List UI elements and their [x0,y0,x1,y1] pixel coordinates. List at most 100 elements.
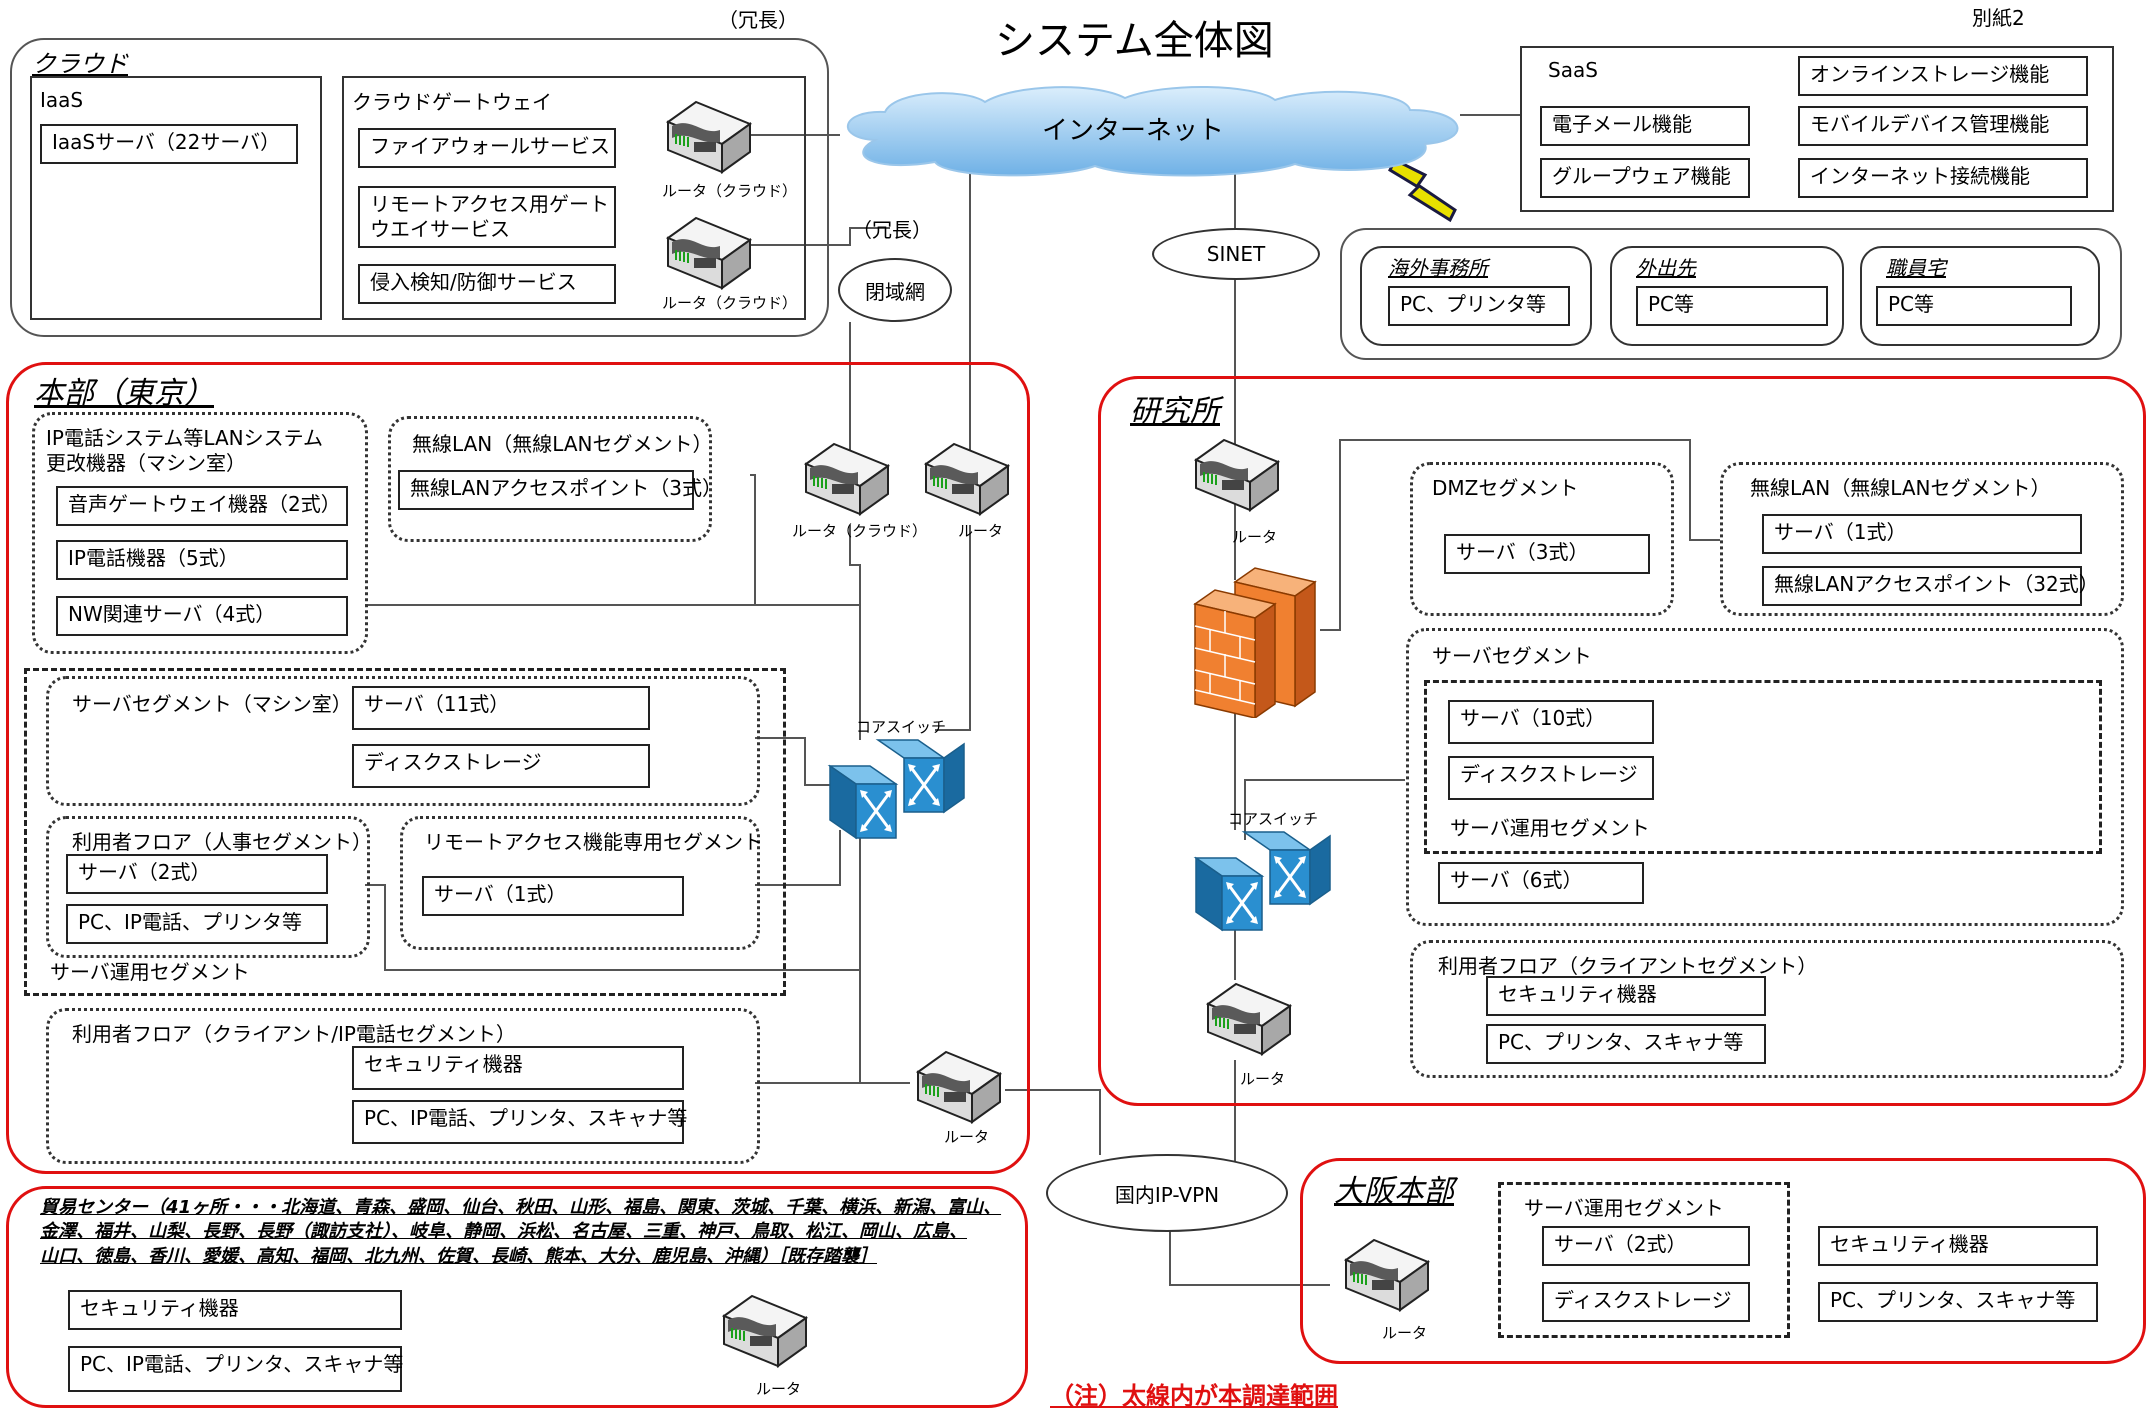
trade-title-line-3: 山口、徳島、香川、愛媛、高知、福岡、北九州、佐賀、長崎、熊本、大分、鹿児島、沖縄… [40,1245,877,1267]
hq-remote-seg-group [400,816,760,950]
line-router-cloud-closed [730,227,890,246]
osaka-region [1300,1158,2146,1364]
overseas-group [1360,246,1592,346]
hq-user-hr-group [46,816,370,958]
hq-client-group [46,1008,760,1164]
annex-label: 別紙2 [1972,6,2025,30]
lab-wlan-ap-box: 無線LANアクセスポイント（32式） [1762,566,2099,606]
cloud-region [10,38,829,337]
line-hq-router-vpn [1005,1089,1101,1155]
ip-phone-group [32,412,368,654]
internet-label: インターネット [1042,116,1225,146]
hq-disk-storage-box: ディスクストレージ [352,744,650,788]
hq-remote-server-box: サーバ（1式） [422,876,684,916]
saas-mdm: モバイルデバイス管理機能 [1798,106,2088,146]
hq-user-hr-title: 利用者フロア（人事セグメント） [72,830,372,854]
overseas-pc-box: PC、プリンタ等 [1388,286,1570,326]
osaka-router-label: ルータ [1382,1324,1428,1342]
router-cloud-1-label: ルータ（クラウド） [662,182,798,200]
ipvpn-label: 国内IP-VPN [1114,1182,1220,1207]
sinet-label: SINET [1206,242,1266,266]
saas-label: SaaS [1548,58,1598,82]
router-cloud-2-label: ルータ（クラウド） [662,294,798,312]
trade-security-box: セキュリティ機器 [68,1290,402,1330]
line-core-serverseg [1244,779,1405,840]
lightning-icon [1388,157,1457,223]
lab-title: 研究所 [1130,394,1220,429]
hq-server-seg-title: サーバセグメント（マシン室） [72,692,352,716]
page-title: システム全体図 [995,18,1274,64]
lab-server-seg-group [1406,628,2124,926]
hq-wlan-title: 無線LAN（無線LANセグメント） [412,432,713,456]
hq-router-bottom-label: ルータ [944,1128,990,1146]
lab-wlan-title: 無線LAN（無線LANセグメント） [1750,476,2051,500]
hq-ops-label: サーバ運用セグメント [50,960,250,984]
osaka-disk-storage-box: ディスクストレージ [1542,1282,1750,1322]
lab-wlan-group [1720,462,2124,616]
firewall-service-box: ファイアウォールサービス [358,128,616,168]
line-core-router [859,830,910,1084]
hq-client-pc-box: PC、IP電話、プリンタ、スキャナ等 [352,1100,687,1144]
hq-hr-server-box: サーバ（2式） [66,854,328,894]
internet-cloud-icon [835,80,1475,184]
cloud-gateway-label: クラウドゲートウェイ [352,90,552,114]
trade-pc-box: PC、IP電話、プリンタ、スキャナ等 [68,1346,403,1392]
sinet-node: SINET [1152,228,1320,280]
core-switch-icon-hq [824,736,970,844]
router-icon-lab-bottom [1202,978,1294,1062]
hq-title: 本部（東京） [34,376,214,411]
outside-group [1610,246,1844,346]
redundancy-label-top: （冗長） [718,8,798,32]
lab-server-seg-title: サーバセグメント [1432,644,1592,668]
osaka-server-box: サーバ（2式） [1542,1226,1750,1266]
router-icon-cloud-1 [662,96,754,180]
hq-wlan-ap-box: 無線LANアクセスポイント（3式） [398,470,722,510]
lab-core-switch-label: コアスイッチ [1228,810,1319,828]
lab-dmz-title: DMZセグメント [1432,476,1579,500]
lab-server-10-box: サーバ（10式） [1448,700,1654,744]
osaka-security-box: セキュリティ機器 [1818,1226,2098,1266]
router-icon-hq-bottom [912,1046,1004,1130]
hq-ops-segment [24,668,786,996]
lab-region [1098,376,2146,1106]
lab-user-group [1410,940,2124,1078]
iaas-label: IaaS [40,88,84,112]
remote-users-region [1340,228,2122,360]
home-title: 職員宅 [1886,256,1946,280]
overseas-title: 海外事務所 [1388,256,1488,280]
lab-wlan-server-box: サーバ（1式） [1762,514,2082,554]
lab-disk-storage-box: ディスクストレージ [1448,756,1654,800]
closed-net-redundancy: （冗長） [852,218,932,242]
trade-router-label: ルータ [756,1380,802,1398]
lab-security-box: セキュリティ機器 [1486,976,1766,1016]
saas-groupware: グループウェア機能 [1540,158,1750,198]
hq-remote-seg-title: リモートアクセス機能専用セグメント [424,830,763,854]
trade-title-line-1: 貿易センター（41ヶ所・・・北海道、青森、盛岡、仙台、秋田、山形、福島、関東、茨… [40,1197,1002,1218]
outside-title: 外出先 [1636,256,1696,280]
saas-online-storage: オンラインストレージ機能 [1798,56,2088,96]
hq-router-label: ルータ [958,522,1004,540]
lab-dmz-group [1410,462,1674,616]
osaka-pc-box: PC、プリンタ、スキャナ等 [1818,1282,2098,1322]
saas-group [1520,46,2114,212]
hq-core-switch-label: コアスイッチ [856,718,947,736]
iaas-server-box: IaaSサーバ（22サーバ） [40,124,298,164]
core-switch-icon-lab [1190,828,1336,936]
router-icon-osaka [1340,1234,1432,1318]
hq-wlan-group [388,416,712,542]
lab-ops-segment [1424,680,2102,854]
line-hq-r-core [935,525,971,731]
trade-title-line-2: 金澤、福井、山梨、長野、長野（諏訪支社）、岐阜、静岡、浜松、名古屋、三重、神戸、… [40,1221,967,1243]
remote-access-gateway-box: リモートアクセス用ゲート ウエイサービス [358,186,616,248]
hq-hr-pc-box: PC、IP電話、プリンタ等 [66,904,328,944]
closed-network-node: 閉域網 [838,258,952,322]
scope-note: （注）太線内が本調達範囲 [1050,1382,1338,1410]
nw-server-box: NW関連サーバ（4式） [56,596,348,636]
ip-phone-box: IP電話機器（5式） [56,540,348,580]
osaka-title: 大阪本部 [1334,1174,1454,1209]
voice-gateway-box: 音声ゲートウェイ機器（2式） [56,486,348,526]
router-icon-trade [718,1290,810,1374]
cloud-title: クラウド [32,50,128,78]
hq-security-box: セキュリティ機器 [352,1046,684,1090]
